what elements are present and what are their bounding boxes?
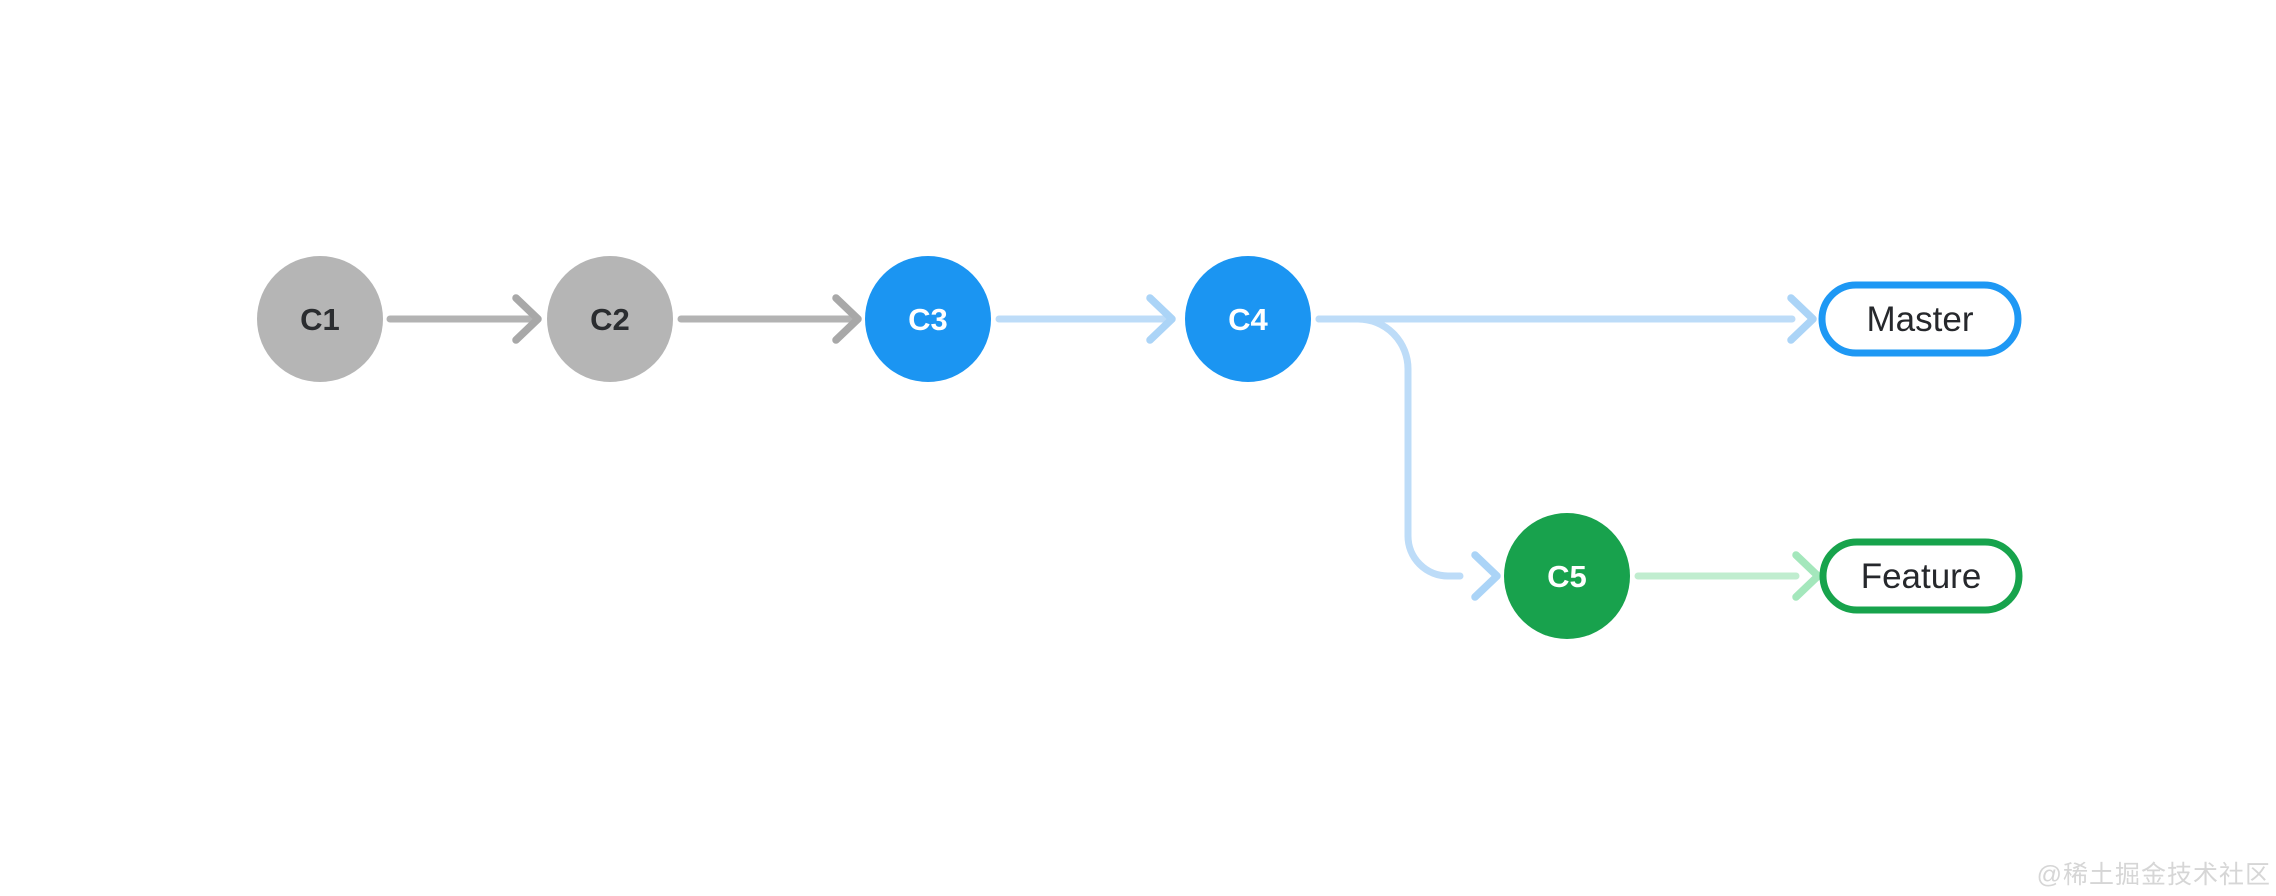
commit-label: C1 bbox=[300, 302, 340, 337]
branch-label-master: Master bbox=[1818, 281, 2022, 357]
commit-label: C5 bbox=[1547, 559, 1587, 594]
commit-circle bbox=[1504, 513, 1630, 639]
edge-c1-c2 bbox=[386, 294, 542, 344]
commit-node-c3: C3 bbox=[865, 256, 991, 382]
arrowhead-icon bbox=[1146, 294, 1176, 344]
arrowhead-icon bbox=[1792, 551, 1822, 601]
commit-circle bbox=[865, 256, 991, 382]
edge-c5-feature bbox=[1634, 551, 1822, 601]
branch-label-text: Feature bbox=[1861, 557, 1982, 596]
commit-label: C3 bbox=[908, 302, 948, 337]
edge-line bbox=[1315, 315, 1464, 580]
commit-circle bbox=[1185, 256, 1311, 382]
commit-node-c1: C1 bbox=[257, 256, 383, 382]
edge-c2-c3 bbox=[677, 294, 862, 344]
commit-circle bbox=[257, 256, 383, 382]
arrowhead-icon bbox=[512, 294, 542, 344]
edge-c4-c5-branch bbox=[1315, 315, 1501, 601]
edge-c3-c4 bbox=[995, 294, 1176, 344]
arrowhead-icon bbox=[1471, 551, 1501, 601]
watermark: @稀土掘金技术社区 bbox=[2036, 861, 2271, 889]
branch-pill bbox=[1819, 538, 2023, 614]
arrowhead-icon bbox=[1787, 294, 1817, 344]
commit-node-c5: C5 bbox=[1504, 513, 1630, 639]
branch-pill bbox=[1818, 281, 2022, 357]
arrowhead-icon bbox=[832, 294, 862, 344]
commit-label: C2 bbox=[590, 302, 630, 337]
branch-label-feature: Feature bbox=[1819, 538, 2023, 614]
edge-c4-master bbox=[1315, 294, 1817, 344]
commit-label: C4 bbox=[1228, 302, 1268, 337]
commit-circle bbox=[547, 256, 673, 382]
commit-node-c4: C4 bbox=[1185, 256, 1311, 382]
commit-node-c2: C2 bbox=[547, 256, 673, 382]
branch-label-text: Master bbox=[1867, 300, 1974, 339]
